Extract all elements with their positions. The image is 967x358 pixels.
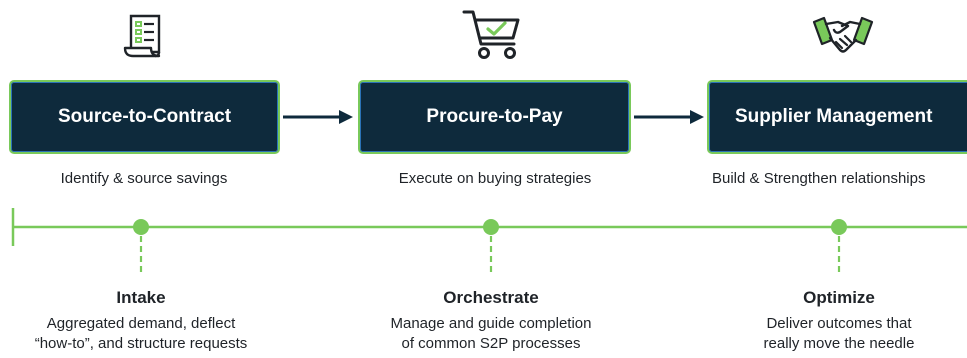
timeline xyxy=(11,208,967,276)
phase-description-line: really move the needle xyxy=(763,335,915,352)
timeline-node-orchestrate xyxy=(483,219,499,235)
phase-description-intake: Aggregated demand, deflect “how-to”, and… xyxy=(6,314,276,354)
arrow-right-icon xyxy=(634,110,704,124)
phase-description-line: “how-to”, and structure requests xyxy=(34,335,248,352)
stage-procure-to-pay: Procure-to-Pay xyxy=(358,80,631,154)
stage-label: Supplier Management xyxy=(735,106,933,127)
phase-title-intake: Intake xyxy=(116,288,166,307)
phase-description-line: of common S2P processes xyxy=(401,335,581,352)
phase-description-optimize: Deliver outcomes that really move the ne… xyxy=(709,314,967,354)
stage-description: Execute on buying strategies xyxy=(398,170,592,187)
stage-source-to-contract: Source-to-Contract xyxy=(9,80,280,154)
stage-description: Build & Strengthen relationships xyxy=(712,170,926,187)
phase-description-line: Aggregated demand, deflect xyxy=(46,315,236,332)
contract-document-icon xyxy=(123,14,161,58)
stage-label: Source-to-Contract xyxy=(57,106,232,127)
stage-label: Procure-to-Pay xyxy=(426,106,563,127)
phase-description-line: Deliver outcomes that xyxy=(766,315,912,332)
phase-title-optimize: Optimize xyxy=(803,288,875,307)
phase-description-line: Manage and guide completion xyxy=(390,315,592,332)
phase-title-orchestrate: Orchestrate xyxy=(443,288,539,307)
shopping-cart-check-icon xyxy=(462,10,520,59)
handshake-icon xyxy=(812,16,874,53)
phase-description-orchestrate: Manage and guide completion of common S2… xyxy=(356,314,626,354)
arrow-right-icon xyxy=(283,110,353,124)
stage-supplier-management: Supplier Management xyxy=(707,80,967,154)
timeline-node-intake xyxy=(133,219,149,235)
stage-description: Identify & source savings xyxy=(60,170,228,187)
timeline-node-optimize xyxy=(831,219,847,235)
